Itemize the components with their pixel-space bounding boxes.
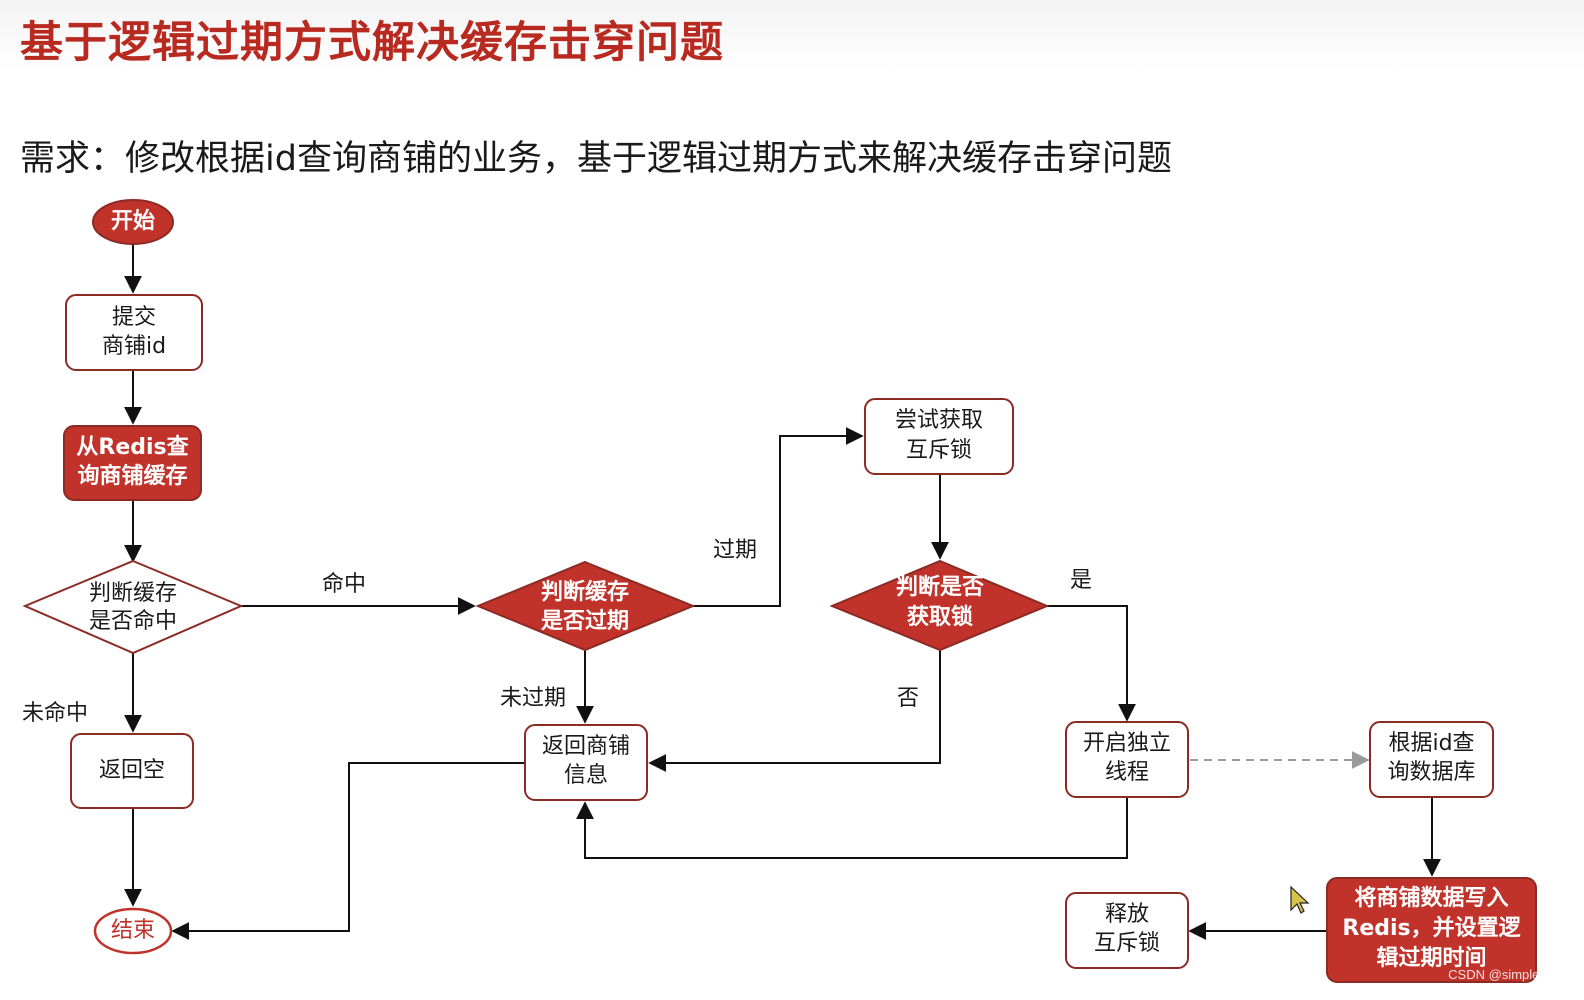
node-check-hit-label-2: 是否命中 bbox=[88, 609, 177, 634]
node-check-expired-label-1: 判断缓存 bbox=[540, 580, 629, 605]
node-return-shop-label-1: 返回商铺 bbox=[541, 734, 630, 759]
node-start bbox=[92, 199, 174, 245]
node-check-hit bbox=[22, 559, 244, 655]
edge-label-yes: 是 bbox=[1070, 568, 1093, 593]
edge-label-expired: 过期 bbox=[713, 538, 758, 563]
node-submit bbox=[65, 294, 203, 371]
node-check-lock bbox=[829, 559, 1050, 652]
node-new-thread-label-2: 线程 bbox=[1104, 760, 1149, 785]
edge-lock-no bbox=[648, 650, 941, 772]
edge-returnshop-end bbox=[171, 762, 525, 940]
requirement-text: 需求：修改根据id查询商铺的业务，基于逻辑过期方式来解决缓存击穿问题 bbox=[20, 139, 1172, 179]
edge-label-hit: 命中 bbox=[322, 572, 367, 597]
node-submit-label-1: 提交 bbox=[111, 305, 156, 330]
edge-label-not-expired: 未过期 bbox=[500, 686, 567, 711]
node-new-thread bbox=[1065, 721, 1189, 798]
node-write-redis-label-2: Redis，并设置逻 bbox=[1342, 916, 1521, 941]
node-query-redis-label-1: 从Redis查 bbox=[76, 435, 189, 460]
page-title: 基于逻辑过期方式解决缓存击穿问题 bbox=[20, 18, 724, 68]
node-check-expired bbox=[475, 560, 696, 652]
node-write-redis bbox=[1326, 877, 1537, 983]
node-start-label: 开始 bbox=[110, 209, 155, 234]
node-end bbox=[93, 907, 173, 955]
watermark: CSDN @simplesin bbox=[1448, 967, 1556, 982]
node-end-label: 结束 bbox=[110, 918, 155, 943]
node-query-db-label-2: 询数据库 bbox=[1387, 760, 1476, 785]
node-return-shop-label-2: 信息 bbox=[563, 763, 608, 788]
node-write-redis-label-1: 将商铺数据写入 bbox=[1354, 886, 1509, 911]
edge-label-no: 否 bbox=[897, 686, 920, 711]
node-return-null bbox=[70, 733, 194, 809]
node-query-redis bbox=[63, 425, 202, 501]
node-try-lock bbox=[864, 398, 1014, 475]
node-check-lock-label-2: 获取锁 bbox=[906, 605, 973, 630]
edge-expired bbox=[693, 427, 864, 607]
edge-label-miss: 未命中 bbox=[22, 701, 89, 726]
node-return-null-label: 返回空 bbox=[98, 758, 165, 783]
node-submit-label-2: 商铺id bbox=[101, 334, 167, 359]
node-write-redis-label-3: 辑过期时间 bbox=[1376, 946, 1487, 971]
edge-lock-yes bbox=[1047, 605, 1136, 722]
node-query-redis-label-2: 询商铺缓存 bbox=[77, 464, 188, 489]
node-check-hit-label-1: 判断缓存 bbox=[88, 581, 177, 606]
node-check-expired-label-2: 是否过期 bbox=[540, 609, 629, 634]
node-query-db-label-1: 根据id查 bbox=[1388, 731, 1475, 756]
node-query-db bbox=[1369, 721, 1494, 798]
node-check-lock-label-1: 判断是否 bbox=[895, 575, 984, 600]
node-return-shop bbox=[524, 724, 648, 801]
node-new-thread-label-1: 开启独立 bbox=[1082, 731, 1171, 756]
node-release-lock bbox=[1065, 892, 1189, 969]
edge-thread-return bbox=[576, 797, 1128, 859]
title-bar bbox=[0, 0, 1584, 72]
cursor-arrow-icon bbox=[1290, 885, 1310, 914]
node-try-lock-label-1: 尝试获取 bbox=[894, 408, 983, 433]
node-release-lock-label-1: 释放 bbox=[1104, 902, 1149, 927]
node-release-lock-label-2: 互斥锁 bbox=[1093, 931, 1160, 956]
node-try-lock-label-2: 互斥锁 bbox=[905, 438, 972, 463]
